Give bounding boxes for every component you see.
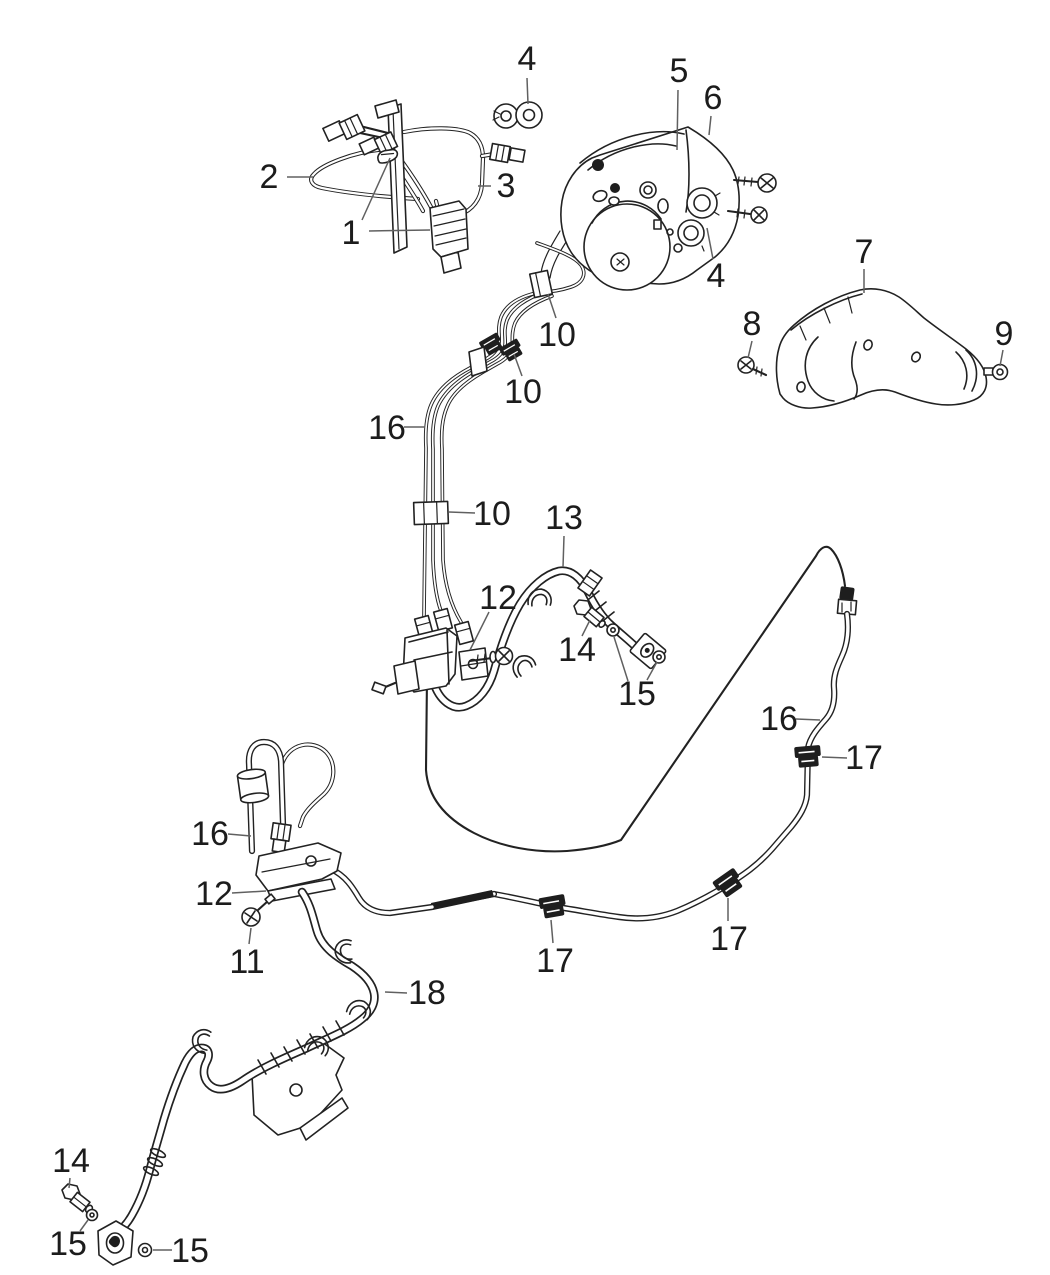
master-cylinder-tube-assembly bbox=[311, 99, 526, 274]
callout-10: 10 bbox=[504, 373, 542, 411]
front-right-brake-hose bbox=[433, 569, 667, 707]
leader-line-17 bbox=[821, 756, 848, 759]
callout-1: 1 bbox=[342, 214, 361, 252]
leader-line-15 bbox=[646, 661, 658, 681]
callout-15: 15 bbox=[171, 1232, 209, 1270]
leader-line-4 bbox=[706, 227, 714, 260]
leader-line-5 bbox=[676, 89, 679, 151]
hcu-port bbox=[677, 187, 721, 252]
leader-line-14 bbox=[68, 1177, 71, 1189]
leader-line-18 bbox=[384, 991, 408, 994]
leader-line-10 bbox=[513, 353, 523, 377]
hcu-screw bbox=[726, 206, 768, 224]
leader-line-10 bbox=[448, 511, 476, 514]
callout-17: 17 bbox=[710, 920, 748, 958]
callout-11: 11 bbox=[229, 943, 264, 981]
bracket-12 bbox=[255, 842, 342, 902]
tube-fitting bbox=[270, 822, 292, 854]
leader-line-16 bbox=[795, 718, 821, 721]
callout-15: 15 bbox=[618, 675, 656, 713]
banjo-bolt-14 bbox=[61, 1183, 94, 1214]
leader-line-1 bbox=[361, 157, 391, 221]
grommet bbox=[236, 768, 270, 804]
leader-line-11 bbox=[248, 927, 252, 945]
pump-motor bbox=[583, 203, 671, 291]
callout-12: 12 bbox=[195, 875, 233, 913]
callout-14: 14 bbox=[558, 631, 596, 669]
leader-line-8 bbox=[747, 340, 753, 359]
leader-line-17 bbox=[550, 919, 554, 944]
shield-screw-8 bbox=[737, 356, 768, 377]
hcu-screw bbox=[732, 173, 777, 193]
bracket-bolt bbox=[468, 646, 514, 666]
tube-connector bbox=[429, 200, 469, 274]
tube-clip-10 bbox=[412, 500, 450, 526]
leader-line-15 bbox=[79, 1219, 89, 1232]
tube-fitting bbox=[836, 586, 858, 616]
leader-line-10 bbox=[547, 293, 557, 319]
callout-8: 8 bbox=[743, 305, 762, 343]
bracket-12 bbox=[458, 647, 489, 681]
callout-16: 16 bbox=[760, 700, 798, 738]
callout-17: 17 bbox=[845, 739, 883, 777]
tube-fitting bbox=[322, 113, 390, 142]
washer-15 bbox=[606, 623, 666, 664]
callout-7: 7 bbox=[855, 233, 874, 271]
callout-17: 17 bbox=[536, 942, 574, 980]
washer-15 bbox=[85, 1208, 153, 1258]
leader-line-14 bbox=[581, 619, 591, 637]
leader-line-15 bbox=[613, 636, 629, 682]
shield-screw-9 bbox=[983, 363, 1009, 381]
callout-9: 9 bbox=[995, 315, 1014, 353]
leader-line-9 bbox=[999, 349, 1004, 367]
junction-block-assembly bbox=[371, 607, 514, 695]
leader-line-12 bbox=[469, 611, 490, 651]
callout-18: 18 bbox=[408, 974, 446, 1012]
callout-4: 4 bbox=[518, 40, 537, 78]
callout-3: 3 bbox=[497, 167, 516, 205]
bolt-11 bbox=[241, 893, 276, 927]
callout-14: 14 bbox=[52, 1142, 90, 1180]
banjo-bolt-14 bbox=[573, 599, 606, 629]
callout-5: 5 bbox=[670, 52, 689, 90]
banjo-end bbox=[97, 1220, 134, 1266]
heat-shield bbox=[737, 288, 1009, 409]
washer-pair-4 bbox=[492, 101, 543, 129]
tube-clip-17 bbox=[711, 866, 747, 901]
callout-12: 12 bbox=[479, 579, 517, 617]
hcu-abs-module bbox=[560, 126, 777, 291]
rear-brake-tube bbox=[331, 586, 858, 919]
tube-fitting bbox=[488, 142, 526, 164]
callout-4: 4 bbox=[707, 257, 726, 295]
left-tube-loop-assembly bbox=[236, 742, 342, 927]
leader-line-6 bbox=[708, 115, 712, 136]
leader-line-12 bbox=[231, 890, 267, 894]
callout-10: 10 bbox=[473, 495, 511, 533]
callout-16: 16 bbox=[368, 409, 406, 447]
callout-15: 15 bbox=[49, 1225, 87, 1263]
frame-outline bbox=[424, 545, 847, 853]
junction-stud bbox=[371, 660, 420, 695]
leader-line-16 bbox=[227, 833, 252, 837]
sleeve-bracket bbox=[251, 1041, 349, 1141]
callout-16: 16 bbox=[191, 815, 229, 853]
callout-2: 2 bbox=[260, 158, 279, 196]
callout-10: 10 bbox=[538, 316, 576, 354]
callout-13: 13 bbox=[545, 499, 583, 537]
hose-fitting bbox=[577, 569, 603, 597]
leader-line-1 bbox=[368, 229, 431, 232]
tube-clip-10 bbox=[528, 269, 554, 299]
tube-fitting bbox=[358, 131, 399, 156]
tube-tag bbox=[468, 346, 488, 377]
leader-line-4 bbox=[526, 77, 529, 105]
tube-clip-17 bbox=[793, 744, 823, 769]
hose-clip bbox=[509, 652, 539, 679]
front-left-brake-hose bbox=[61, 892, 375, 1266]
tube-bundle bbox=[412, 230, 586, 624]
callout-6: 6 bbox=[704, 79, 723, 117]
leader-line-13 bbox=[562, 535, 565, 568]
